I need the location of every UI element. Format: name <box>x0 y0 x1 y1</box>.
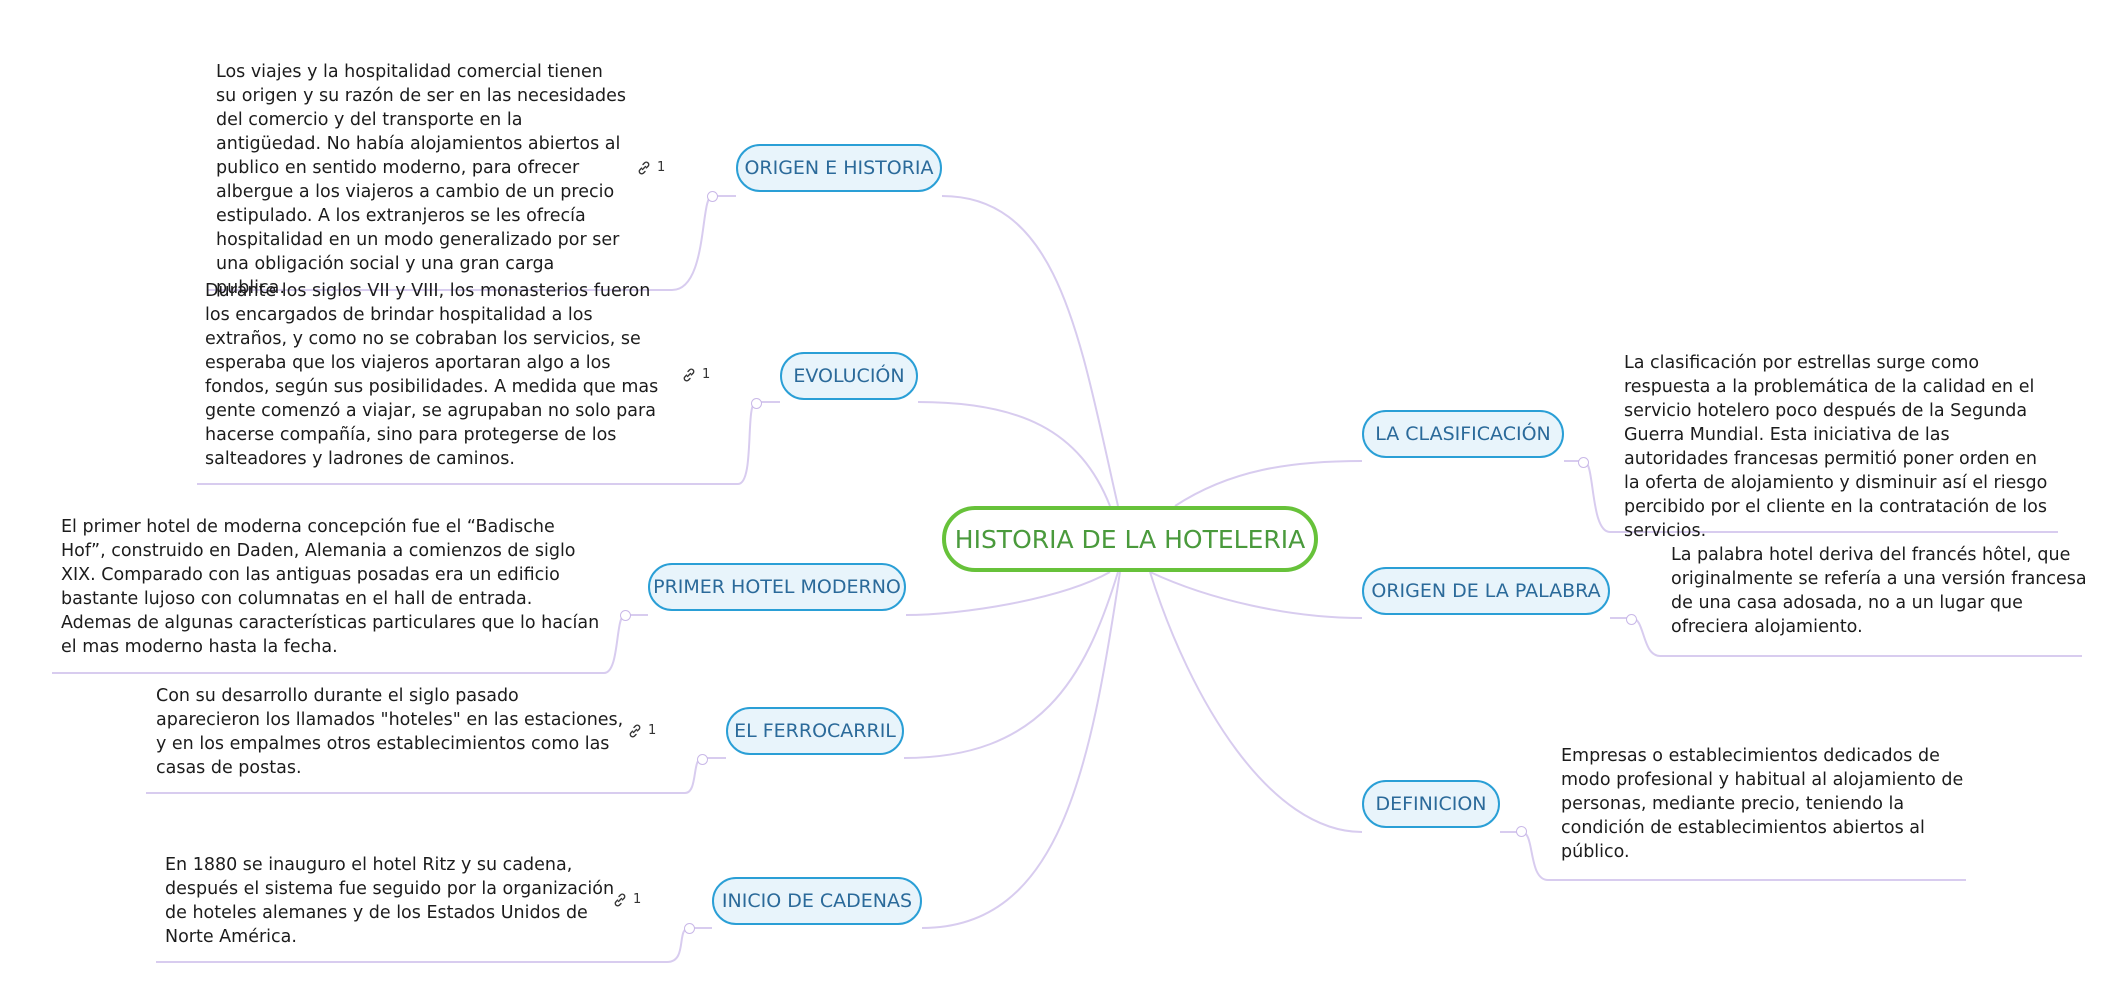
note-primer-hotel-moderno: El primer hotel de moderna concepción fu… <box>61 517 600 657</box>
link-count: 1 <box>633 892 642 907</box>
connector-line <box>921 571 1121 929</box>
link-count: 1 <box>702 367 711 382</box>
note-el-ferrocarril: Con su desarrollo durante el siglo pasad… <box>156 686 624 778</box>
connector-line <box>941 195 1119 507</box>
link-icon <box>614 893 626 906</box>
connector-line <box>903 571 1119 759</box>
topic-primer-hotel-moderno[interactable]: PRIMER HOTEL MODERNO <box>648 563 906 611</box>
note-definicion: Empresas o establecimientos dedicados de… <box>1561 746 1964 862</box>
note-origen-historia: Los viajes y la hospitalidad comercial t… <box>216 62 627 298</box>
topic-el-ferrocarril[interactable]: EL FERROCARRIL <box>726 707 904 755</box>
link-count: 1 <box>648 723 657 738</box>
topic-evolucion[interactable]: EVOLUCIÓN <box>780 352 918 400</box>
collapse-knob[interactable] <box>1578 457 1589 468</box>
note-la-clasificacion: La clasificación por estrellas surge com… <box>1624 353 2048 541</box>
topic-definicion[interactable]: DEFINICION <box>1362 780 1500 828</box>
link-icon <box>629 724 641 737</box>
connector-line <box>1149 571 1363 619</box>
collapse-knob[interactable] <box>1516 826 1527 837</box>
link-icon <box>683 368 695 381</box>
collapse-knob[interactable] <box>620 610 631 621</box>
note-origen-de-la-palabra: La palabra hotel deriva del francés hôte… <box>1671 545 2087 637</box>
topic-origen-historia[interactable]: ORIGEN E HISTORIA <box>736 144 942 192</box>
collapse-knob[interactable] <box>1626 614 1637 625</box>
topic-origen-de-la-palabra[interactable]: ORIGEN DE LA PALABRA <box>1362 567 1610 615</box>
hyperlink-indicator[interactable]: 1 <box>637 160 665 175</box>
connector-line <box>905 571 1111 616</box>
root-topic[interactable]: HISTORIA DE LA HOTELERIA <box>942 506 1318 572</box>
connector-line <box>1149 571 1363 833</box>
hyperlink-indicator[interactable]: 1 <box>628 723 656 738</box>
collapse-knob[interactable] <box>684 923 695 934</box>
connector-line <box>1174 460 1363 507</box>
note-evolucion: Durante los siglos VII y VIII, los monas… <box>205 281 659 469</box>
link-icon <box>638 161 650 174</box>
connector-line <box>917 401 1111 507</box>
topic-la-clasificacion[interactable]: LA CLASIFICACIÓN <box>1362 410 1564 458</box>
note-inicio-de-cadenas: En 1880 se inauguro el hotel Ritz y su c… <box>165 855 615 947</box>
link-count: 1 <box>657 160 666 175</box>
topic-inicio-de-cadenas[interactable]: INICIO DE CADENAS <box>712 877 922 925</box>
hyperlink-indicator[interactable]: 1 <box>682 367 710 382</box>
collapse-knob[interactable] <box>707 191 718 202</box>
collapse-knob[interactable] <box>751 398 762 409</box>
hyperlink-indicator[interactable]: 1 <box>613 892 641 907</box>
collapse-knob[interactable] <box>697 754 708 765</box>
